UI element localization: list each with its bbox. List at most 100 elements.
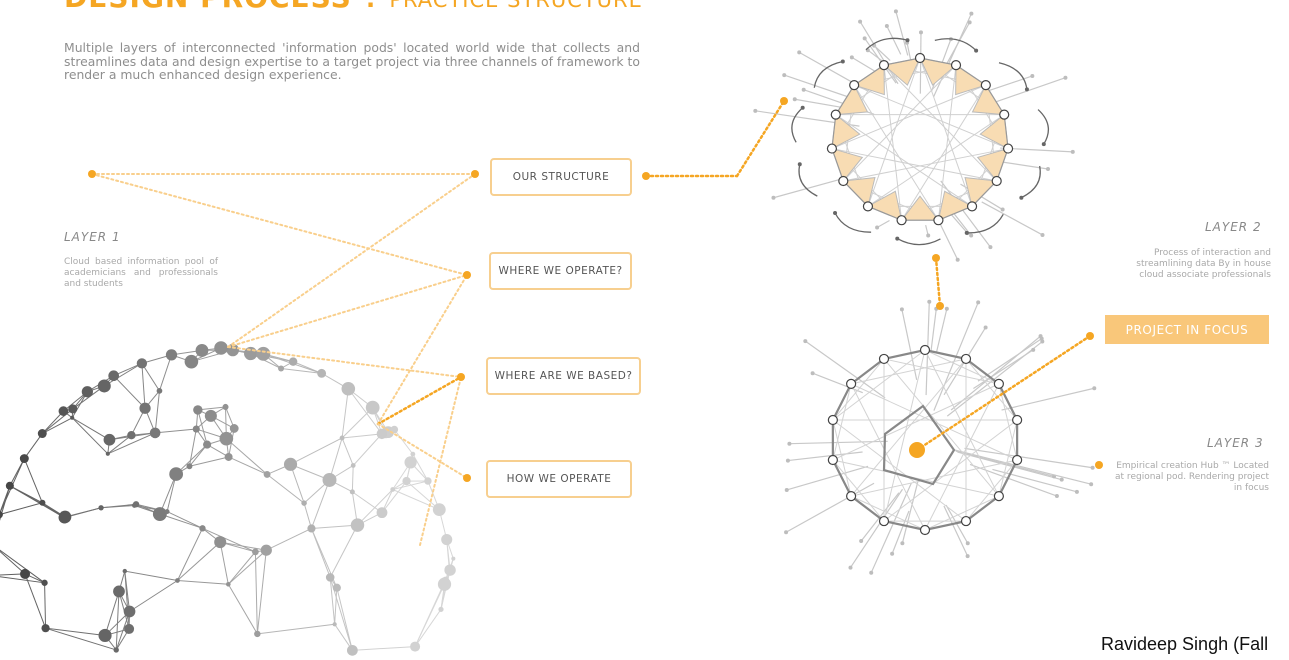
pod-mesh-line bbox=[867, 57, 921, 207]
sphere-node bbox=[156, 388, 163, 394]
pod-spoke-end bbox=[1063, 75, 1068, 80]
hub-spoke-end bbox=[899, 307, 904, 312]
sphere-link bbox=[45, 627, 117, 651]
sphere-node bbox=[5, 481, 14, 490]
sphere-link bbox=[44, 582, 47, 629]
pod-node bbox=[1002, 143, 1014, 154]
sphere-node bbox=[184, 354, 199, 369]
pod-spoke-end bbox=[862, 36, 867, 41]
title-subtitle: PRACTICE STRUCTURE bbox=[389, 0, 643, 12]
pod-spoke bbox=[940, 180, 991, 248]
sphere-link bbox=[42, 417, 73, 434]
hub-spoke-end bbox=[890, 551, 895, 556]
pod-mesh-line bbox=[853, 84, 1009, 150]
sphere-node bbox=[390, 487, 396, 492]
hub-mesh-line bbox=[832, 349, 926, 421]
pod-ring bbox=[831, 57, 1009, 221]
pod-arrow-arc bbox=[865, 37, 908, 51]
hub-spoke-end bbox=[976, 300, 981, 305]
sphere-node bbox=[256, 346, 271, 361]
sphere-link bbox=[0, 573, 26, 576]
layer1-sphere-network bbox=[0, 341, 456, 656]
sphere-link bbox=[189, 444, 208, 467]
sphere-node bbox=[186, 463, 193, 470]
node-where-are-we-based[interactable]: WHERE ARE WE BASED? bbox=[486, 357, 641, 395]
pod-spoke bbox=[933, 13, 972, 98]
sphere-node bbox=[307, 524, 316, 533]
connector-dot bbox=[1086, 332, 1094, 340]
hub-node bbox=[919, 524, 931, 536]
sphere-link bbox=[352, 646, 416, 651]
hub-spoke bbox=[957, 451, 1062, 481]
sphere-link bbox=[393, 429, 414, 455]
pod-spoke-end bbox=[849, 55, 854, 60]
sphere-node bbox=[123, 605, 136, 618]
sphere-link bbox=[381, 480, 407, 513]
hub-mesh-line bbox=[850, 495, 926, 531]
sphere-link bbox=[329, 524, 358, 578]
hub-mesh-line bbox=[924, 495, 1000, 531]
sphere-link bbox=[206, 444, 229, 458]
sphere-node bbox=[288, 357, 298, 366]
sphere-link bbox=[352, 433, 383, 466]
sphere-link bbox=[351, 465, 354, 492]
project-in-focus-badge[interactable]: PROJECT IN FOCUS bbox=[1105, 315, 1269, 344]
pod-arrow-arc bbox=[934, 38, 977, 52]
sphere-node bbox=[301, 500, 307, 506]
sphere-link bbox=[104, 362, 143, 387]
pod-spoke bbox=[981, 201, 1043, 236]
sphere-link bbox=[154, 390, 160, 433]
hub-mesh-line bbox=[924, 349, 1000, 497]
pod-spoke bbox=[876, 219, 890, 229]
pod-mesh-line bbox=[883, 65, 903, 221]
sphere-node bbox=[350, 518, 365, 532]
pod-spoke-end bbox=[771, 195, 776, 200]
sphere-node bbox=[219, 431, 234, 446]
pod-arrow-arc bbox=[813, 60, 843, 88]
sphere-node bbox=[136, 358, 148, 369]
sphere-link bbox=[115, 591, 120, 650]
pod-spoke-end bbox=[875, 225, 880, 230]
hub-node bbox=[919, 344, 931, 356]
pod-spoke bbox=[773, 177, 846, 199]
hub-node bbox=[1012, 414, 1023, 426]
sphere-node bbox=[113, 647, 119, 653]
hub-spoke-end bbox=[900, 541, 905, 546]
hub-spoke bbox=[950, 335, 1041, 411]
layer3-bullet bbox=[1095, 461, 1103, 469]
sphere-node bbox=[402, 476, 411, 486]
node-our-structure[interactable]: OUR STRUCTURE bbox=[490, 158, 632, 196]
sphere-node bbox=[58, 406, 69, 416]
hub-spoke-end bbox=[785, 458, 790, 463]
pod-spoke-end bbox=[1045, 166, 1050, 171]
page-title: DESIGN PROCESS:PRACTICE STRUCTURE bbox=[64, 0, 643, 12]
layer2-description: Process of interaction and streamlining … bbox=[1136, 248, 1271, 280]
pod-node bbox=[878, 59, 890, 71]
sphere-link bbox=[101, 503, 137, 509]
connector-line bbox=[377, 423, 468, 479]
sphere-link bbox=[141, 363, 146, 409]
sphere-node bbox=[68, 404, 78, 414]
node-how-we-operate[interactable]: HOW WE OPERATE bbox=[486, 460, 632, 498]
pod-arrow-head bbox=[833, 211, 838, 216]
node-where-we-operate[interactable]: WHERE WE OPERATE? bbox=[489, 252, 632, 290]
pod-spoke bbox=[794, 98, 843, 109]
hub-spoke-end bbox=[983, 325, 988, 330]
hub-spoke bbox=[901, 481, 919, 544]
sphere-link bbox=[124, 570, 178, 581]
pod-spoke-end bbox=[1000, 207, 1005, 212]
hub-node bbox=[878, 515, 890, 527]
sphere-link bbox=[257, 623, 335, 635]
sphere-node bbox=[149, 427, 161, 439]
hub-spoke-end bbox=[848, 565, 853, 570]
sphere-node bbox=[152, 507, 167, 522]
connector-line bbox=[227, 173, 476, 348]
sphere-node bbox=[203, 440, 212, 449]
sphere-node bbox=[224, 452, 233, 461]
pod-arrow-head bbox=[905, 38, 910, 43]
sphere-node bbox=[325, 573, 335, 582]
layer3-title: LAYER 3 bbox=[1207, 436, 1264, 450]
pod-node bbox=[950, 59, 962, 71]
sphere-link bbox=[280, 367, 322, 374]
